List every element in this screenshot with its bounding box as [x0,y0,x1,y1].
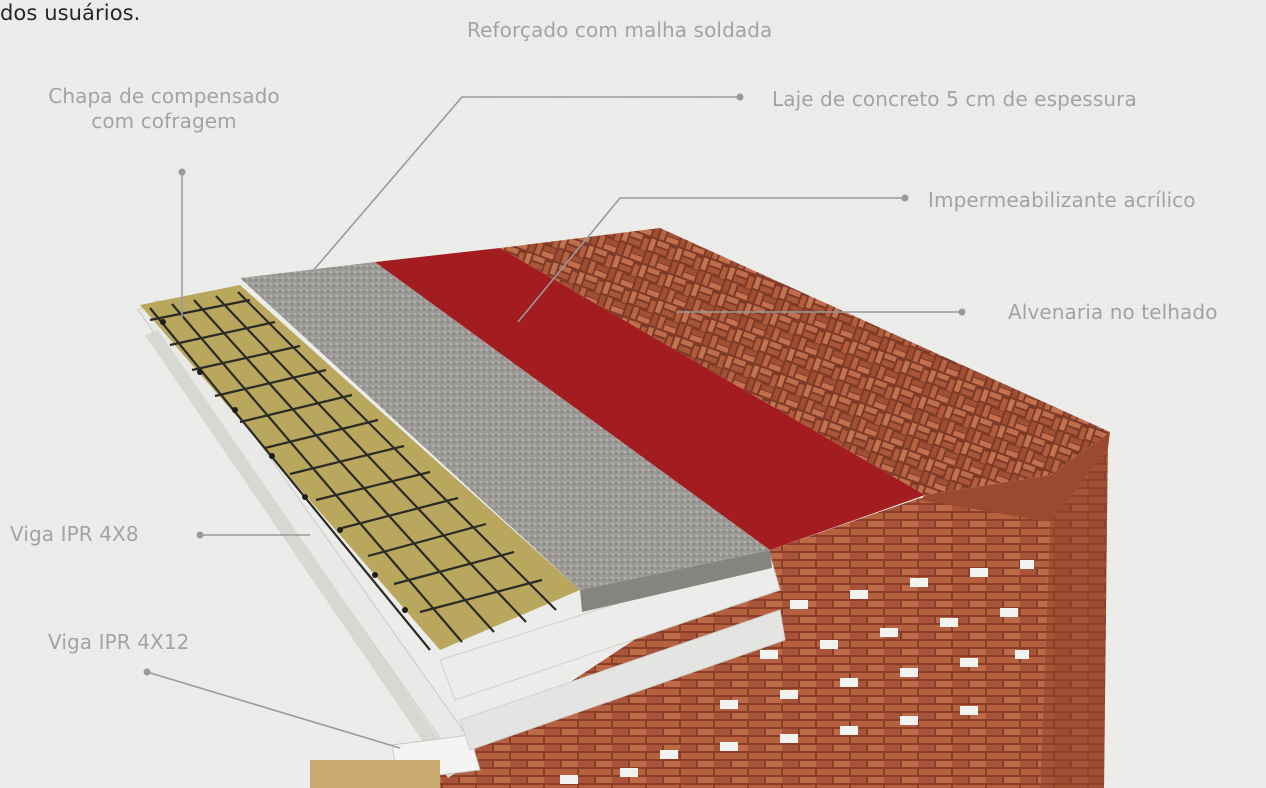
leader-lines [146,96,962,749]
label-reforcado-malha: Reforçado com malha soldada [467,18,773,42]
brick-roof-edge [920,432,1110,522]
label-laje-concreto: Laje de concreto 5 cm de espessura [772,87,1137,111]
label-viga-4x8: Viga IPR 4X8 [10,522,139,546]
leader-dots [143,93,966,676]
label-impermeabilizante: Impermeabilizante acrílico [928,188,1196,212]
label-chapa-line2: com cofragem [91,109,237,133]
brick-roof [500,228,1110,495]
steel-beam-4x8-lower [459,609,786,751]
welded-mesh [149,291,557,651]
intro-text: dos usuários. [0,1,141,25]
label-alvenaria: Alvenaria no telhado [1008,300,1218,324]
concrete-slab-edge [580,550,772,612]
label-chapa-line1: Chapa de compensado [48,84,280,108]
label-viga-4x12: Viga IPR 4X12 [48,630,190,654]
waterproofing-layer [375,248,925,550]
concrete-slab [240,262,770,590]
steel-beam-4x12-web [145,330,460,778]
mesh-ties [160,319,408,613]
brick-wall-openings [560,560,1034,784]
brick-wall-side-texture [1040,432,1108,788]
plywood-layer [140,285,580,650]
label-chapa-compensado: Chapa de compensado com cofragem [14,84,314,134]
wood-plank [310,760,440,788]
